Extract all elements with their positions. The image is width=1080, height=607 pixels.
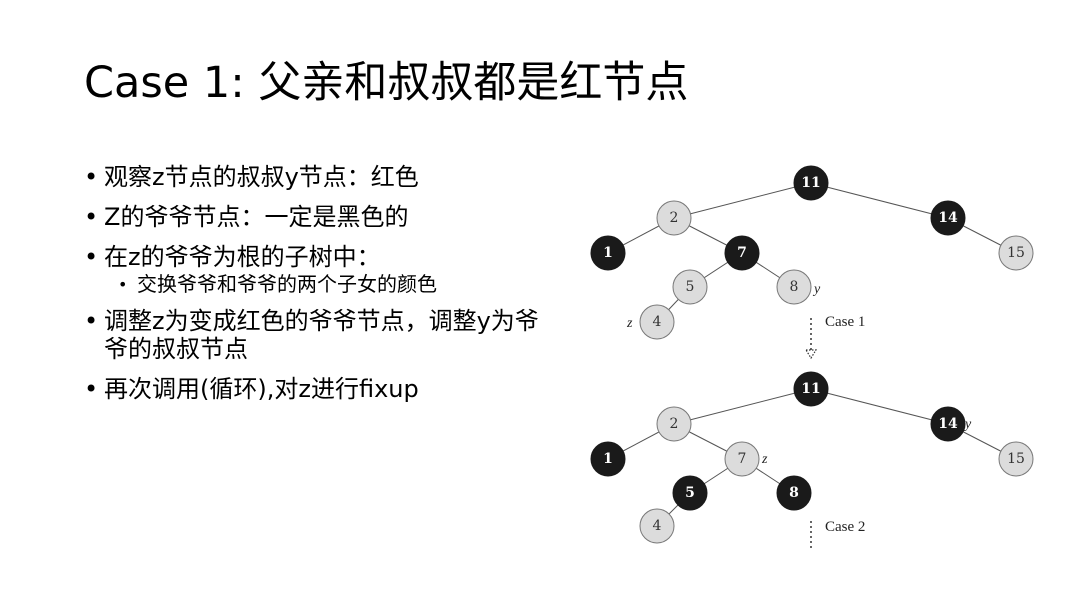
node-key: 4 bbox=[653, 518, 662, 534]
node-key: 4 bbox=[653, 314, 662, 330]
node-key: 1 bbox=[603, 245, 613, 261]
node-key: 7 bbox=[738, 451, 747, 467]
bullet-item: 再次调用(循环),对z进行fixup bbox=[84, 375, 554, 403]
node-key: 7 bbox=[737, 245, 747, 261]
bullet-item: 观察z节点的叔叔y节点：红色 bbox=[84, 163, 554, 191]
tree-node-5: 5 bbox=[672, 475, 708, 511]
node-circle bbox=[672, 269, 708, 305]
node-circle bbox=[793, 371, 829, 407]
node-key: 5 bbox=[686, 279, 695, 295]
bullet-list: 观察z节点的叔叔y节点：红色 Z的爷爷节点：一定是黑色的 在z的爷爷为根的子树中… bbox=[84, 163, 554, 415]
tree-node-2: 2 bbox=[656, 406, 692, 442]
node-circle bbox=[656, 406, 692, 442]
tree-node-1: 1 bbox=[590, 235, 626, 271]
label-y-tree1: y bbox=[812, 282, 821, 297]
node-key: 2 bbox=[670, 416, 679, 432]
bullet-text: Z的爷爷节点：一定是黑色的 bbox=[104, 203, 409, 231]
bullet-text: 观察z节点的叔叔y节点：红色 bbox=[104, 163, 419, 191]
node-circle bbox=[590, 235, 626, 271]
node-circle bbox=[930, 406, 966, 442]
tree-node-5: 5 bbox=[672, 269, 708, 305]
tree-edge bbox=[673, 182, 812, 219]
node-key: 8 bbox=[790, 279, 799, 295]
node-circle bbox=[998, 235, 1034, 271]
node-circle bbox=[930, 200, 966, 236]
node-key: 14 bbox=[938, 416, 958, 432]
node-circle bbox=[639, 304, 675, 340]
tree-nodes: 11 2 14 1 7 15 5 8 4 11 2 14 1 7 15 5 8 4 bbox=[590, 165, 1034, 544]
node-key: 2 bbox=[670, 210, 679, 226]
node-key: 8 bbox=[789, 485, 799, 501]
label-z-tree2: z bbox=[761, 452, 768, 467]
slide-title: Case 1: 父亲和叔叔都是红节点 bbox=[84, 58, 689, 108]
tree-node-7: 7 bbox=[724, 235, 760, 271]
tree-node-7: 7 bbox=[724, 441, 760, 477]
tree-node-1: 1 bbox=[590, 441, 626, 477]
node-key: 15 bbox=[1007, 245, 1025, 261]
sub-bullet-item: 交换爷爷和爷爷的两个子女的颜色 bbox=[114, 272, 537, 296]
bullet-text: 在z的爷爷为根的子树中： bbox=[104, 243, 381, 271]
sub-bullet-list: 交换爷爷和爷爷的两个子女的颜色 bbox=[104, 272, 554, 296]
tree-node-8: 8 bbox=[776, 269, 812, 305]
node-circle bbox=[672, 475, 708, 511]
bullet-text: 再次调用(循环),对z进行fixup bbox=[104, 375, 419, 403]
label-z-tree1: z bbox=[626, 316, 633, 331]
node-circle bbox=[656, 200, 692, 236]
tree-node-8: 8 bbox=[776, 475, 812, 511]
node-circle bbox=[724, 441, 760, 477]
label-y-tree2: y bbox=[963, 417, 972, 432]
node-key: 1 bbox=[603, 451, 613, 467]
tree-node-14: 14 bbox=[930, 200, 966, 236]
case1-label: Case 1 bbox=[825, 314, 865, 330]
node-key: 11 bbox=[801, 175, 820, 191]
sub-bullet-text: 交换爷爷和爷爷的两个子女的颜色 bbox=[137, 272, 437, 296]
bullet-item: Z的爷爷节点：一定是黑色的 bbox=[84, 203, 554, 231]
node-circle bbox=[793, 165, 829, 201]
case2-label: Case 2 bbox=[825, 519, 865, 535]
node-circle bbox=[724, 235, 760, 271]
tree-annotations: y z y z Case 1 Case 2 bbox=[626, 282, 972, 551]
tree-edge bbox=[673, 388, 812, 425]
node-key: 5 bbox=[685, 485, 695, 501]
bullet-item: 调整z为变成红色的爷爷节点，调整y为爷爷的叔叔节点 bbox=[84, 307, 554, 363]
node-circle bbox=[998, 441, 1034, 477]
tree-node-2: 2 bbox=[656, 200, 692, 236]
tree-node-15: 15 bbox=[998, 235, 1034, 271]
tree-node-11: 11 bbox=[793, 165, 829, 201]
node-circle bbox=[639, 508, 675, 544]
tree-node-4: 4 bbox=[639, 508, 675, 544]
tree-edge bbox=[810, 388, 949, 425]
tree-edge bbox=[810, 182, 949, 219]
node-circle bbox=[776, 269, 812, 305]
node-circle bbox=[776, 475, 812, 511]
node-key: 11 bbox=[801, 381, 820, 397]
tree-node-14: 14 bbox=[930, 406, 966, 442]
node-key: 14 bbox=[938, 210, 958, 226]
tree-node-11: 11 bbox=[793, 371, 829, 407]
node-circle bbox=[590, 441, 626, 477]
tree-node-4: 4 bbox=[639, 304, 675, 340]
bullet-item: 在z的爷爷为根的子树中： 交换爷爷和爷爷的两个子女的颜色 bbox=[84, 243, 554, 295]
case1-arrow-icon bbox=[804, 349, 818, 360]
node-key: 15 bbox=[1007, 451, 1025, 467]
tree-node-15: 15 bbox=[998, 441, 1034, 477]
bullet-text: 调整z为变成红色的爷爷节点，调整y为爷爷的叔叔节点 bbox=[104, 307, 539, 363]
